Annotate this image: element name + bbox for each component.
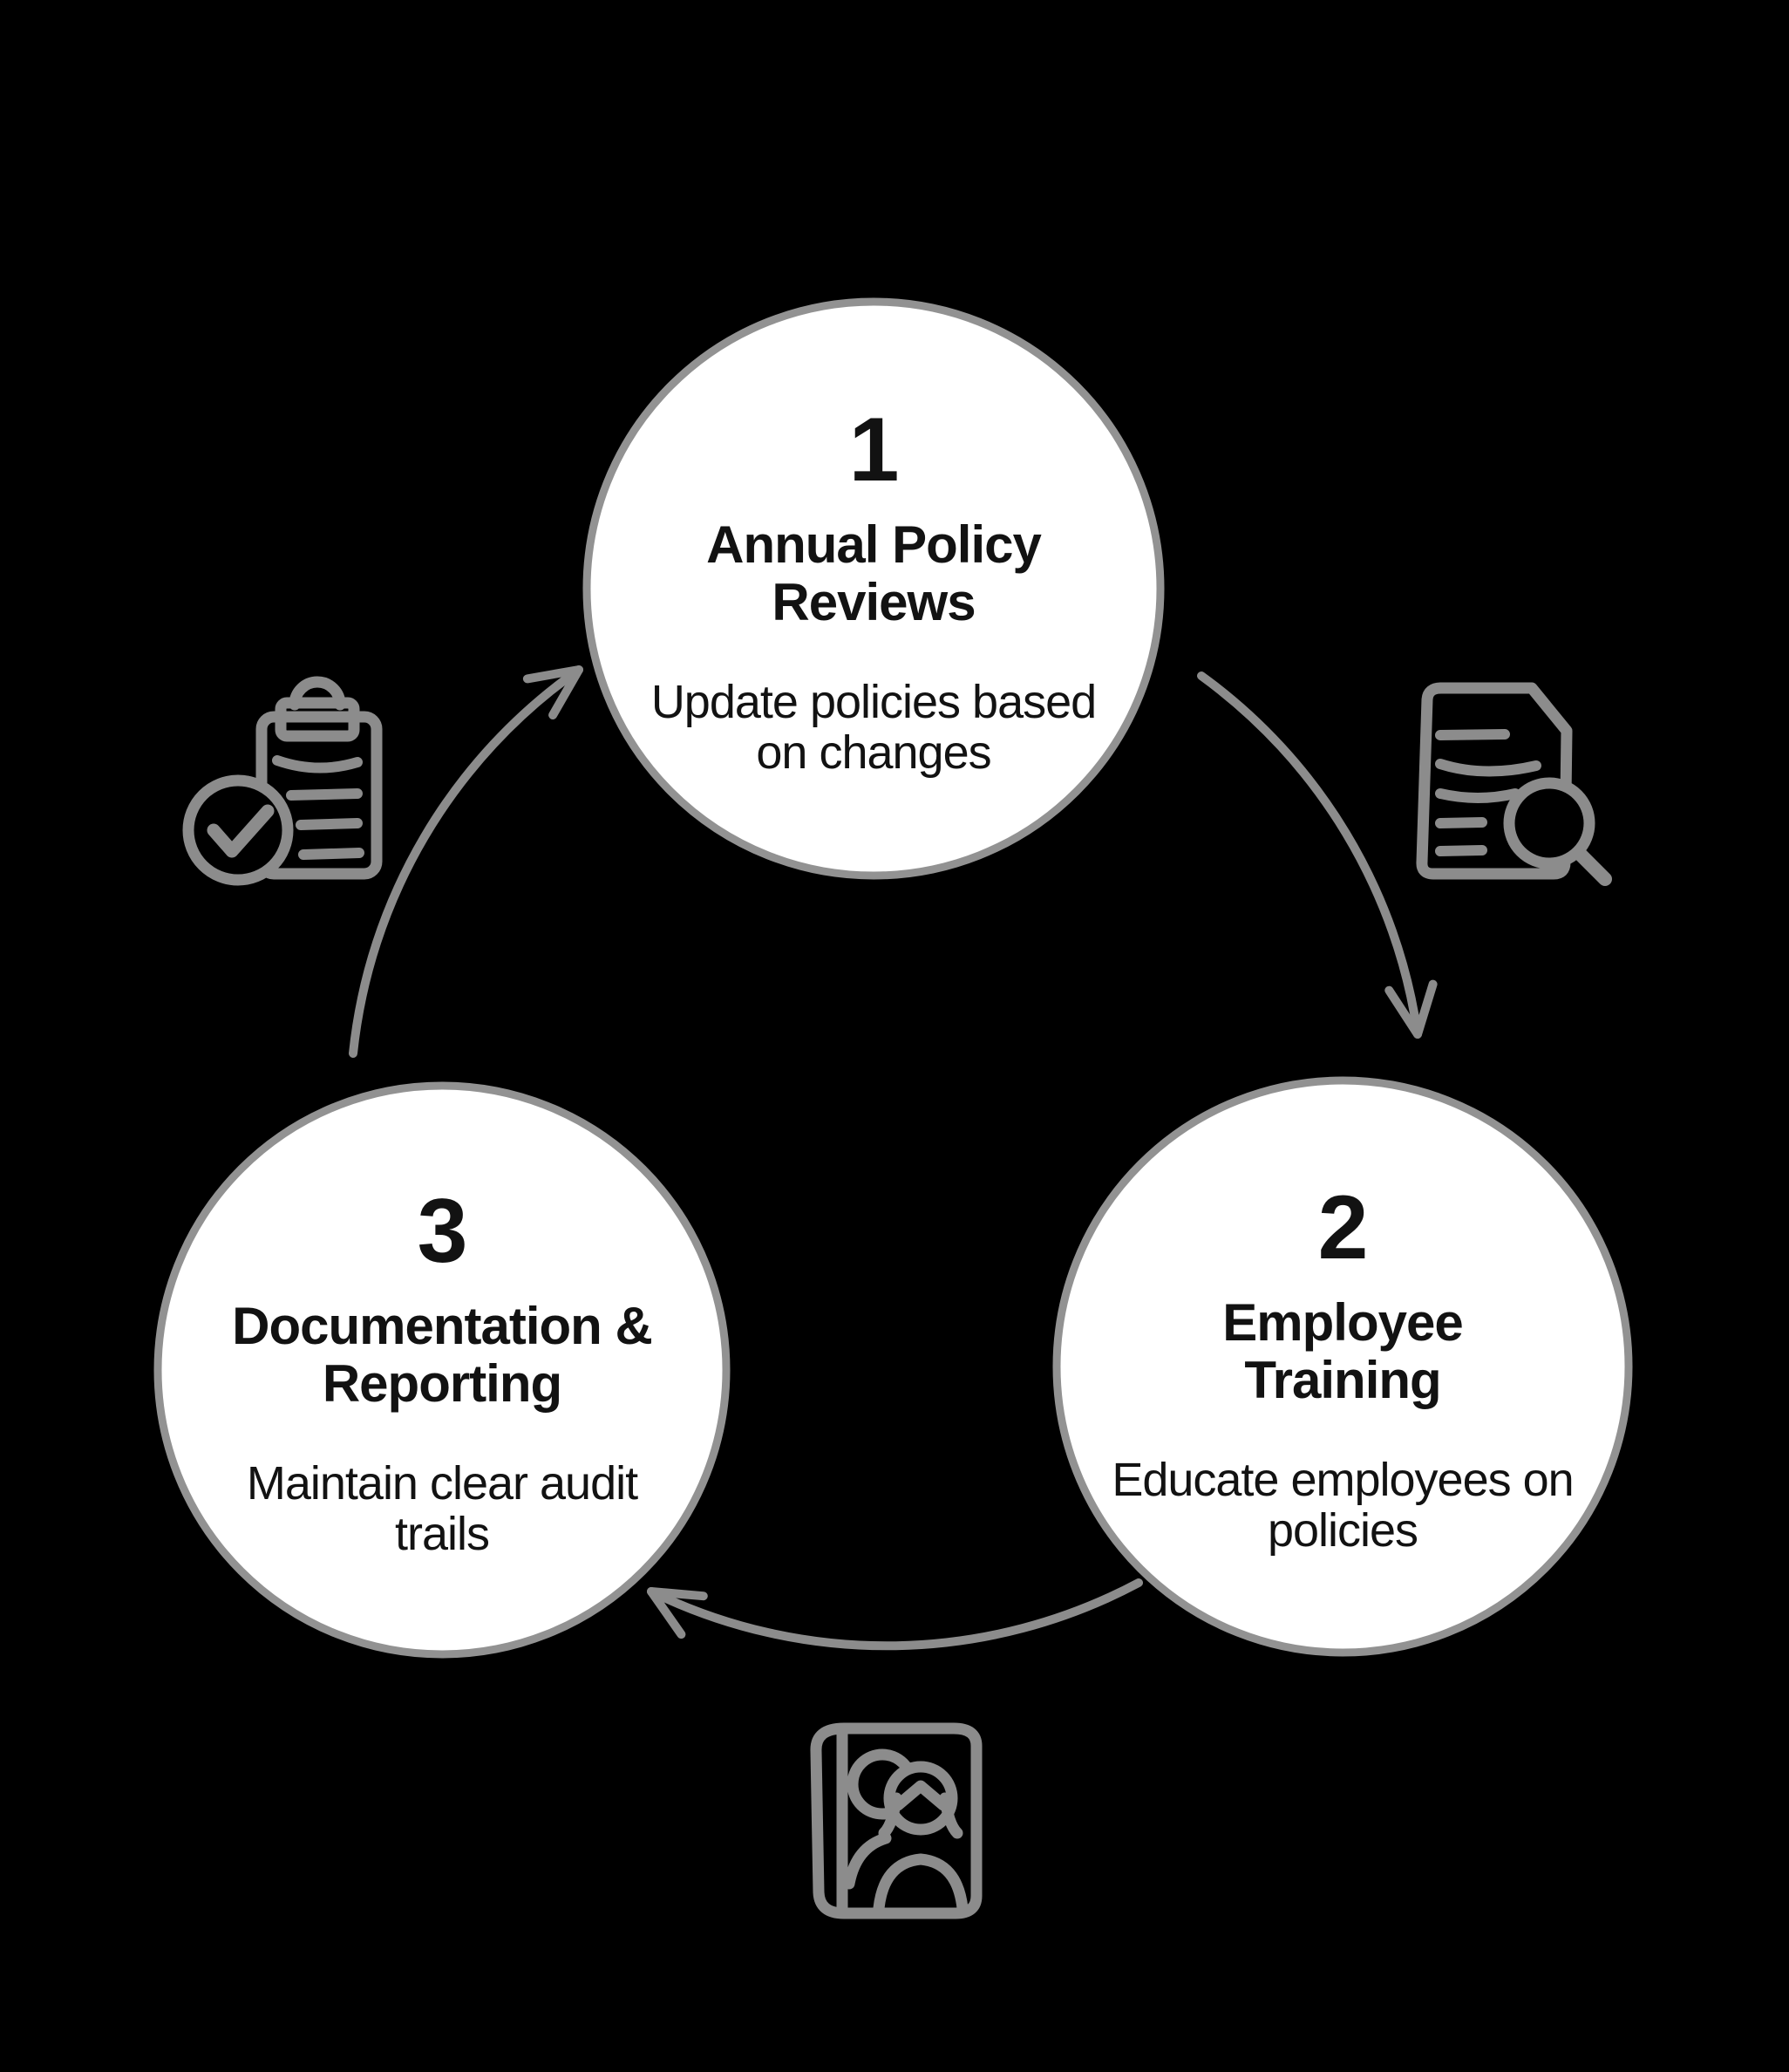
- person-front-head: [883, 1761, 958, 1836]
- person-front-shoulders: [873, 1853, 969, 1914]
- clipboard-line-4: [298, 848, 364, 860]
- step-1-circle: [582, 297, 1165, 880]
- magnifier-lens: [1503, 777, 1595, 869]
- clipboard-clip-ring: [289, 676, 346, 711]
- step-2-number: 2: [1318, 1177, 1368, 1278]
- step-2-title-line1: Employee: [1222, 1293, 1462, 1352]
- clipboard-line-1: [272, 755, 363, 774]
- book-people-icon: [810, 1722, 983, 1919]
- step-2-desc-line2: policies: [1268, 1504, 1418, 1557]
- step-node-1: 1 Annual Policy Reviews Update policies …: [582, 297, 1165, 880]
- document-line-3: [1435, 788, 1520, 803]
- arrow-shaft: [349, 665, 583, 1058]
- step-3-desc-line2: trails: [395, 1508, 489, 1560]
- step-3-title-line2: Reporting: [323, 1354, 561, 1413]
- document-line-1: [1435, 729, 1510, 740]
- check-circle: [182, 774, 294, 886]
- step-1-number: 1: [849, 399, 899, 501]
- arrow-shaft: [647, 1578, 1143, 1651]
- step-node-2: 2 Employee Training Educate employees on…: [1052, 1076, 1633, 1657]
- step-2-desc-line1: Educate employees on: [1112, 1454, 1573, 1506]
- clipboard-check-icon: [182, 676, 383, 886]
- arrow-head: [647, 1587, 708, 1639]
- step-1-title-line1: Annual Policy: [706, 515, 1042, 574]
- step-3-circle: [153, 1081, 731, 1659]
- magnifier-handle: [1572, 846, 1612, 886]
- document-line-4: [1435, 817, 1487, 828]
- document-search-icon: [1416, 682, 1612, 886]
- step-2-title-line2: Training: [1244, 1351, 1440, 1409]
- person-back-shoulder: [843, 1832, 892, 1890]
- cycle-arrows: [349, 665, 1438, 1651]
- person-front-hair-left: [878, 1792, 902, 1839]
- arrow-shaft: [1197, 671, 1422, 1039]
- person-front-hair-right: [939, 1792, 963, 1839]
- document-line-2: [1435, 759, 1541, 777]
- step-3-desc-line1: Maintain clear audit: [247, 1457, 638, 1510]
- arrow-step1-to-step2: [1197, 671, 1438, 1039]
- step-2-circle: [1052, 1076, 1633, 1657]
- arrow-head: [1384, 979, 1438, 1039]
- arrow-step3-to-step1: [349, 665, 583, 1058]
- step-node-3: 3 Documentation & Reporting Maintain cle…: [153, 1081, 731, 1659]
- document-outline: [1416, 682, 1573, 880]
- clipboard-line-3: [296, 818, 363, 830]
- step-3-number: 3: [418, 1181, 467, 1282]
- book-cover: [810, 1722, 983, 1919]
- step-1-desc-line2: on changes: [756, 726, 990, 779]
- arrow-step2-to-step3: [647, 1578, 1143, 1651]
- check-mark: [207, 804, 275, 858]
- person-front-hair: [892, 1780, 949, 1811]
- step-1-title-line2: Reviews: [772, 573, 975, 631]
- arrow-head: [522, 665, 583, 719]
- step-3-title-line1: Documentation &: [232, 1297, 652, 1355]
- step-1-desc-line1: Update policies based: [651, 676, 1096, 728]
- document-line-5: [1435, 845, 1487, 856]
- clipboard-line-2: [286, 788, 363, 801]
